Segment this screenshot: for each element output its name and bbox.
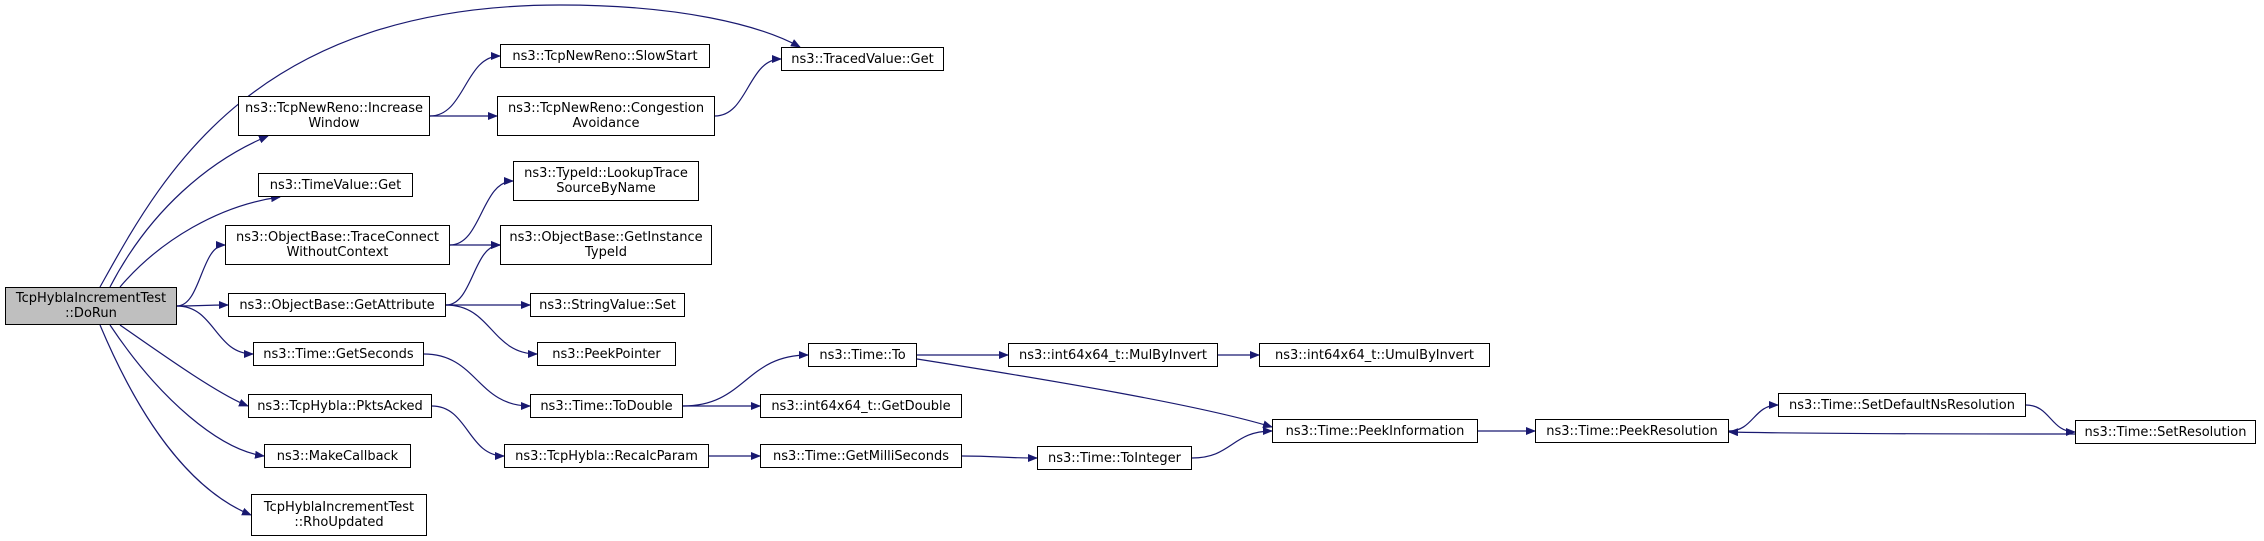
edge-tcphybla-dorun-to-tcpnewreno-increasewindow [109, 135, 269, 288]
node-label-line: Avoidance [572, 116, 640, 131]
node-time-to[interactable]: ns3::Time::To [808, 343, 917, 367]
node-label-line: ns3::int64x64_t::UmulByInvert [1275, 347, 1474, 363]
node-label-line: ns3::TcpHybla::RecalcParam [515, 448, 698, 464]
edge-tcphybla-dorun-to-objectbase-getattribute [176, 301, 229, 310]
node-time-tointeger[interactable]: ns3::Time::ToInteger [1037, 446, 1192, 470]
node-label-line: SourceByName [556, 181, 656, 196]
edge-time-tointeger-to-time-peekinformation [1191, 427, 1273, 459]
edge-tcphybla-dorun-to-makecallback [109, 324, 265, 459]
node-peekpointer[interactable]: ns3::PeekPointer [537, 342, 676, 366]
node-time-getseconds[interactable]: ns3::Time::GetSeconds [253, 342, 424, 366]
node-tcphybla-pktsacked[interactable]: ns3::TcpHybla::PktsAcked [248, 394, 432, 418]
node-label-line: ns3::ObjectBase::GetInstance [509, 230, 703, 245]
node-tcphybla-dorun: TcpHyblaIncrementTest::DoRun [5, 287, 177, 325]
edge-objectbase-getattribute-to-objectbase-getinstancetypeid [445, 241, 501, 306]
edge-tcphybla-dorun-to-time-getseconds [176, 305, 254, 358]
node-label-line: ns3::TcpNewReno::SlowStart [512, 48, 698, 64]
node-time-todouble[interactable]: ns3::Time::ToDouble [530, 394, 683, 418]
edge-tcpnewreno-increasewindow-to-tcpnewreno-slowstart [429, 52, 501, 117]
edge-time-todouble-to-time-to [682, 351, 809, 407]
node-label-line: ns3::Time::PeekResolution [1546, 423, 1718, 439]
node-timevalue-get[interactable]: ns3::TimeValue::Get [258, 173, 413, 197]
node-tcphybla-rhoupdated[interactable]: TcpHyblaIncrementTest::RhoUpdated [251, 494, 427, 536]
node-time-setdefaultnsresolution[interactable]: ns3::Time::SetDefaultNsResolution [1778, 393, 2026, 417]
edge-time-to-to-time-peekinformation [916, 358, 1273, 429]
edge-tcphybla-dorun-to-timevalue-get [119, 194, 281, 288]
node-label-line: TypeId [585, 245, 627, 260]
node-tcphybla-recalcparam[interactable]: ns3::TcpHybla::RecalcParam [504, 444, 709, 468]
node-label-line: ns3::Time::SetResolution [2084, 424, 2247, 440]
edge-time-setresolution-to-time-peekresolution [1728, 428, 2076, 437]
edge-objectbase-getattribute-to-peekpointer [445, 304, 538, 358]
node-label-line: ns3::MakeCallback [276, 448, 399, 464]
node-label-line: ns3::Time::SetDefaultNsResolution [1789, 397, 2015, 413]
node-label-line: ns3::ObjectBase::GetAttribute [239, 297, 435, 313]
node-makecallback[interactable]: ns3::MakeCallback [264, 444, 411, 468]
edge-tcphybla-pktsacked-to-tcphybla-recalcparam [431, 405, 505, 460]
node-label-line: Window [308, 116, 360, 131]
node-label-line: ns3::TypeId::LookupTrace [524, 166, 688, 181]
node-label-line: ns3::TcpNewReno::Increase [245, 101, 423, 116]
node-label-line: TcpHyblaIncrementTest [263, 500, 415, 515]
node-time-getmilliseconds[interactable]: ns3::Time::GetMilliSeconds [760, 444, 962, 468]
edge-objectbase-traceconnect-to-typeid-lookuptrace [449, 177, 514, 246]
node-label-line: ns3::PeekPointer [552, 346, 661, 362]
node-tcpnewreno-slowstart[interactable]: ns3::TcpNewReno::SlowStart [500, 44, 710, 68]
edge-time-getseconds-to-time-todouble [423, 353, 531, 410]
node-int64x64-getdouble[interactable]: ns3::int64x64_t::GetDouble [760, 394, 962, 418]
node-int64x64-mulbyinvert[interactable]: ns3::int64x64_t::MulByInvert [1008, 343, 1218, 367]
edge-tcphybla-dorun-to-tcphybla-pktsacked [119, 324, 249, 407]
node-label-line: WithoutContext [286, 245, 389, 260]
node-time-peekresolution[interactable]: ns3::Time::PeekResolution [1535, 419, 1729, 443]
node-label-line: ns3::TcpHybla::PktsAcked [257, 398, 423, 414]
edge-tcphybla-dorun-to-tcphybla-rhoupdated [99, 324, 252, 516]
node-tracedvalue-get[interactable]: ns3::TracedValue::Get [781, 47, 944, 71]
node-stringvalue-set[interactable]: ns3::StringValue::Set [530, 293, 685, 317]
node-label-line: TcpHyblaIncrementTest [15, 291, 167, 306]
node-label-line: ns3::Time::ToInteger [1047, 450, 1182, 466]
node-label-line: ns3::int64x64_t::GetDouble [771, 398, 951, 414]
node-label-line: ::RhoUpdated [294, 515, 384, 530]
node-label-line: ns3::int64x64_t::MulByInvert [1018, 347, 1207, 363]
node-label-line: ns3::TracedValue::Get [791, 51, 934, 67]
node-label-line: ns3::StringValue::Set [539, 297, 676, 313]
node-label-line: ::DoRun [65, 306, 117, 321]
edge-tcpnewreno-congestionavoidance-to-tracedvalue-get [714, 55, 782, 117]
node-time-setresolution[interactable]: ns3::Time::SetResolution [2075, 420, 2256, 444]
node-label-line: ns3::ObjectBase::TraceConnect [235, 230, 440, 245]
edge-time-getmilliseconds-to-time-tointeger [961, 453, 1038, 462]
node-label-line: ns3::Time::ToDouble [540, 398, 673, 414]
edge-time-setdefaultnsresolution-to-time-setresolution [2025, 404, 2076, 436]
edge-tcphybla-dorun-to-tracedvalue-get [99, 4, 801, 288]
node-label-line: ns3::Time::PeekInformation [1285, 423, 1465, 439]
node-label-line: ns3::TcpNewReno::Congestion [507, 101, 705, 116]
node-label-line: ns3::TimeValue::Get [269, 177, 402, 193]
edge-tcphybla-dorun-to-objectbase-traceconnect [176, 241, 226, 307]
node-int64x64-umulbyinvert[interactable]: ns3::int64x64_t::UmulByInvert [1259, 343, 1490, 367]
node-label-line: ns3::Time::GetMilliSeconds [772, 448, 950, 464]
node-label-line: ns3::Time::GetSeconds [263, 346, 414, 362]
node-time-peekinformation[interactable]: ns3::Time::PeekInformation [1272, 419, 1478, 443]
node-objectbase-getattribute[interactable]: ns3::ObjectBase::GetAttribute [228, 293, 446, 317]
edge-time-peekresolution-to-time-setdefaultnsresolution [1728, 401, 1779, 432]
node-label-line: ns3::Time::To [819, 347, 906, 363]
